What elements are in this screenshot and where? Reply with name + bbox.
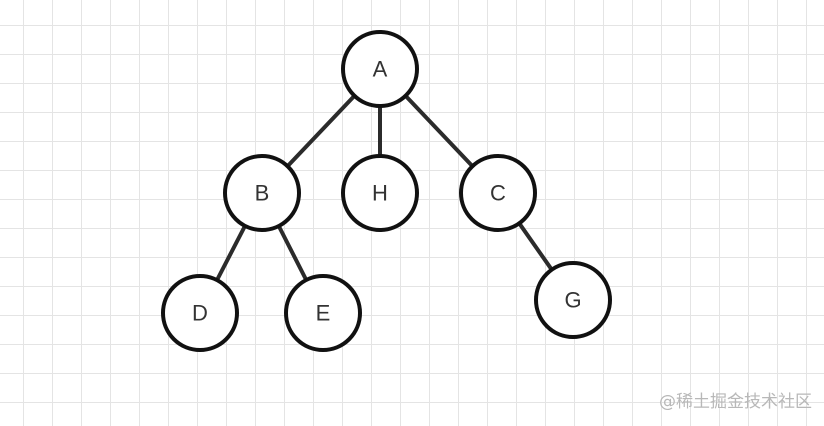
node-label: D (192, 301, 208, 326)
edge-a-c (403, 93, 475, 169)
node-label: H (372, 181, 388, 206)
node-h: H (341, 154, 419, 232)
node-c: C (459, 154, 537, 232)
node-circle (284, 274, 362, 352)
node-circle (161, 274, 239, 352)
node-b: B (223, 154, 301, 232)
node-d: D (161, 274, 239, 352)
node-circle (534, 261, 612, 339)
node-label: G (564, 288, 581, 313)
node-label: B (255, 181, 270, 206)
node-label: A (373, 57, 388, 82)
edges-layer (214, 93, 554, 283)
node-circle (341, 30, 419, 108)
node-circle (223, 154, 301, 232)
node-a: A (341, 30, 419, 108)
edge-c-g (517, 221, 554, 272)
edge-b-e (276, 223, 309, 283)
node-circle (341, 154, 419, 232)
node-circle (459, 154, 537, 232)
watermark-text: @稀土掘金技术社区 (659, 392, 812, 412)
edge-a-b (285, 93, 357, 169)
node-e: E (284, 274, 362, 352)
edge-b-d (214, 223, 248, 283)
node-label: C (490, 181, 506, 206)
node-label: E (316, 301, 331, 326)
node-g: G (534, 261, 612, 339)
nodes-layer: A B H C D E G (161, 30, 612, 352)
